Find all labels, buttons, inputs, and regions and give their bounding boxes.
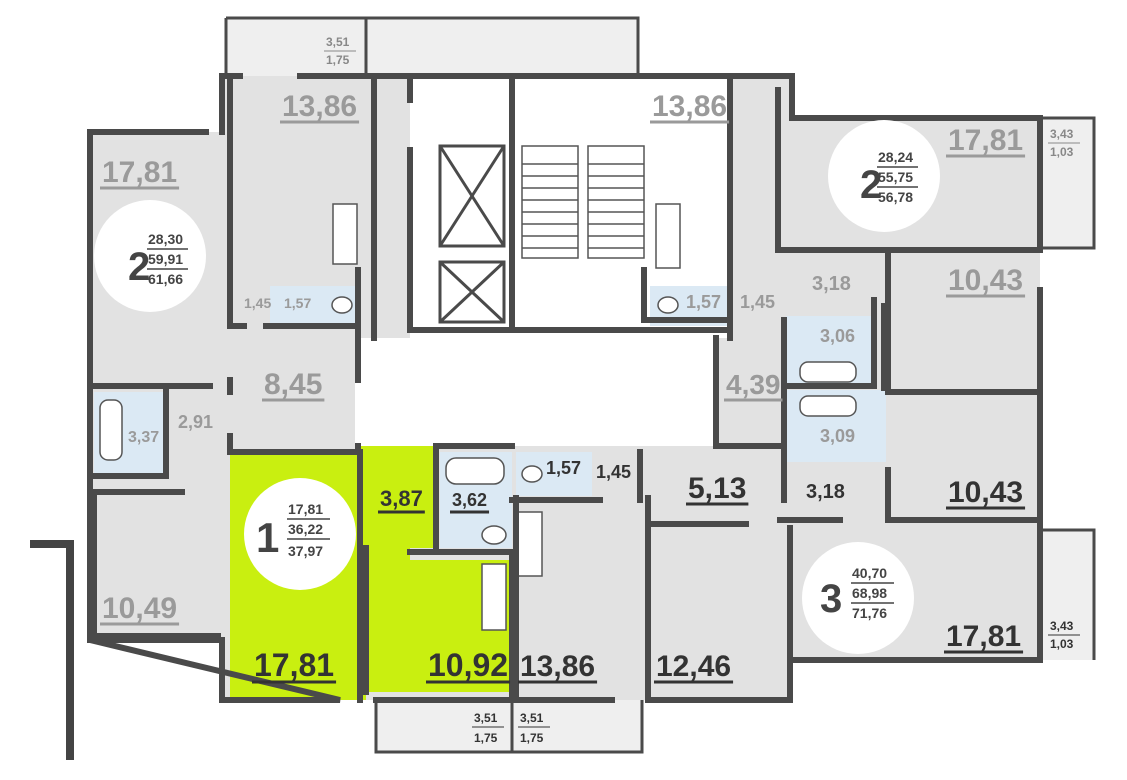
toilet-icon — [521, 465, 543, 483]
right-bottom-balcony — [1040, 530, 1094, 660]
room-area-label: 1,57 — [686, 292, 721, 312]
bathtub-icon — [799, 395, 857, 417]
toilet-icon — [657, 296, 679, 314]
room-area-label: 10,92 — [428, 647, 508, 683]
room-area-label: 1,45 — [244, 295, 271, 311]
room-area-label: 3,18 — [806, 481, 845, 503]
room-area-label: 10,43 — [948, 476, 1023, 509]
apt-1-badge — [244, 478, 356, 590]
room-area-label: 1,45 — [596, 462, 631, 482]
room-area-label: 3,62 — [452, 490, 487, 510]
balcony-bottom-right-b: 1,75 — [520, 731, 544, 745]
room-area-label: 17,81 — [102, 156, 177, 189]
bathtub-icon — [445, 457, 505, 485]
stove-icon — [481, 563, 507, 631]
apt-1-rooms: 1 — [256, 514, 279, 561]
room-area-label: 2,91 — [178, 412, 213, 432]
room-area-label: 5,13 — [688, 472, 746, 505]
apt-left-2-rooms: 2 — [128, 245, 150, 289]
apt-3-rooms: 3 — [820, 577, 842, 621]
room-area-label: 13,86 — [652, 90, 727, 123]
apt-left-2-total-balcony: 61,66 — [148, 271, 183, 287]
apt-right-2-rooms: 2 — [860, 163, 882, 207]
room-area-label: 12,46 — [656, 650, 731, 683]
apt-3-total: 68,98 — [852, 585, 887, 601]
room-area-label: 4,39 — [726, 369, 781, 400]
room-area-label: 3,06 — [820, 326, 855, 346]
ground-marker — [30, 540, 74, 760]
balcony-bottom-left-a: 3,51 — [474, 711, 498, 725]
room-labels: 17,81 1,45 1,57 8,45 3,37 2,91 10,49 13,86 13,86… — [100, 90, 1026, 684]
apt-1-total: 36,22 — [288, 521, 323, 537]
apt-right-2-total-balcony: 56,78 — [878, 189, 913, 205]
room-area-label: 8,45 — [264, 368, 322, 401]
room-area-label: 13,86 — [282, 90, 357, 123]
stair-flight — [521, 145, 579, 259]
room-area-label: 3,87 — [380, 486, 423, 511]
apt-left-2-living: 28,30 — [148, 231, 183, 247]
apt-right-2-living: 28,24 — [878, 149, 913, 165]
room-area-label: 1,57 — [284, 295, 311, 311]
balcony-top-a: 3,51 — [326, 35, 350, 49]
room-area-label: 1,45 — [740, 292, 775, 312]
balcony-bottom-left-b: 1,75 — [474, 731, 498, 745]
room-area-label: 17,81 — [948, 124, 1023, 157]
room-area-label: 17,81 — [254, 647, 334, 683]
toilet-icon — [481, 525, 507, 545]
balcony-right-bottom-a: 3,43 — [1050, 619, 1074, 633]
stove-icon — [655, 203, 681, 269]
central-hall — [355, 338, 717, 446]
room-area-label: 3,18 — [812, 273, 851, 295]
room-area-label: 3,37 — [128, 429, 159, 446]
balcony-right-bottom-b: 1,03 — [1050, 637, 1074, 651]
stove-icon — [517, 511, 543, 577]
balcony-right-top-b: 1,03 — [1050, 145, 1074, 159]
room-area-label: 1,57 — [546, 458, 581, 478]
apt-1-total-balcony: 37,97 — [288, 543, 323, 559]
apt-right-2-badge — [828, 120, 940, 232]
room-area-label: 17,81 — [946, 620, 1021, 653]
balcony-top-b: 1,75 — [326, 53, 350, 67]
stove-icon — [332, 203, 358, 265]
apt-1-living: 17,81 — [288, 501, 323, 517]
stair-flight — [587, 145, 645, 259]
right-top-balcony — [1040, 118, 1094, 248]
staircase — [521, 145, 645, 259]
room-area-label: 10,49 — [102, 592, 177, 625]
balcony-right-top-a: 3,43 — [1050, 127, 1074, 141]
room-area-label: 3,09 — [820, 426, 855, 446]
bottom-right-balcony — [512, 694, 642, 752]
apt-left-2-badge — [94, 200, 206, 312]
apt-right-2-total: 55,75 — [878, 169, 913, 185]
balcony-bottom-right-a: 3,51 — [520, 711, 544, 725]
apt-3-living: 40,70 — [852, 565, 887, 581]
elevator-shaft — [438, 260, 506, 324]
apt-3-total-balcony: 71,76 — [852, 605, 887, 621]
top-balcony — [226, 18, 638, 76]
bottom-left-balcony — [376, 694, 512, 752]
bathtub-icon — [799, 361, 857, 383]
bathtub-icon — [99, 399, 123, 461]
apt-3-badge — [802, 542, 914, 654]
room-area-label: 10,43 — [948, 264, 1023, 297]
apt-left-2-total: 59,91 — [148, 251, 183, 267]
toilet-icon — [331, 296, 353, 314]
room-area-label: 13,86 — [520, 650, 595, 683]
elevator-shaft — [438, 144, 506, 248]
walls — [87, 16, 1096, 754]
